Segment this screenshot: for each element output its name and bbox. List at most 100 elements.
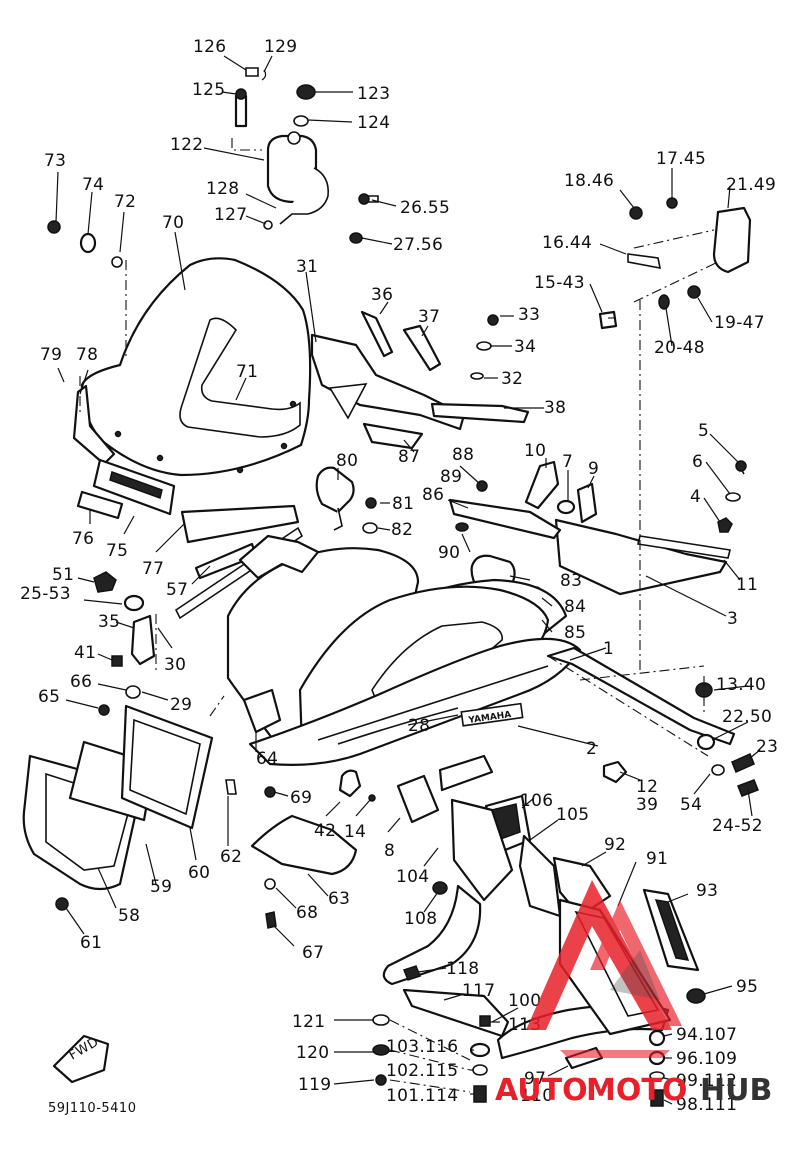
part-label: 105 bbox=[556, 805, 589, 825]
part-label: 23 bbox=[756, 737, 778, 757]
part-label: 124 bbox=[357, 113, 390, 133]
part-label: 20-48 bbox=[654, 338, 705, 358]
part-label: 117 bbox=[462, 981, 495, 1001]
part-label: 122 bbox=[170, 135, 203, 155]
part-label: 99.112 bbox=[676, 1071, 737, 1091]
part-label: 30 bbox=[164, 655, 186, 675]
part-label: 127 bbox=[214, 205, 247, 225]
part-label: 74 bbox=[82, 175, 104, 195]
part-label: 10 bbox=[524, 441, 546, 461]
part-label: 37 bbox=[418, 307, 440, 327]
part-label: 39 bbox=[636, 795, 658, 815]
part-label: 7 bbox=[562, 452, 573, 472]
part-label: 80 bbox=[336, 451, 358, 471]
part-label: 38 bbox=[544, 398, 566, 418]
part-label: 88 bbox=[452, 445, 474, 465]
part-label: 68 bbox=[296, 903, 318, 923]
part-label: 76 bbox=[72, 529, 94, 549]
fwd-arrow: FWD bbox=[52, 1035, 110, 1084]
part-label: 51 bbox=[52, 565, 74, 585]
part-label: 64 bbox=[256, 749, 278, 769]
part-label: 27.56 bbox=[393, 235, 443, 255]
part-label: 125 bbox=[192, 80, 225, 100]
part-label: 101.114 bbox=[386, 1086, 458, 1106]
part-label: 67 bbox=[302, 943, 324, 963]
part-label: 33 bbox=[518, 305, 540, 325]
part-label: 129 bbox=[264, 37, 297, 57]
part-label: 62 bbox=[220, 847, 242, 867]
part-label: 36 bbox=[371, 285, 393, 305]
part-label: 84 bbox=[564, 597, 586, 617]
part-label: 94.107 bbox=[676, 1025, 737, 1045]
part-label: 98.111 bbox=[676, 1095, 737, 1115]
part-label: 3 bbox=[727, 609, 738, 629]
part-label: 106 bbox=[520, 791, 553, 811]
part-label: 120 bbox=[296, 1043, 329, 1063]
part-label: 79 bbox=[40, 345, 62, 365]
part-label: 9 bbox=[588, 459, 599, 479]
part-label: 85 bbox=[564, 623, 586, 643]
part-label: 69 bbox=[290, 788, 312, 808]
part-label: 5 bbox=[698, 421, 709, 441]
part-label: 34 bbox=[514, 337, 536, 357]
part-label: 2 bbox=[586, 739, 597, 759]
part-label: 35 bbox=[98, 612, 120, 632]
part-label: 19-47 bbox=[714, 313, 765, 333]
part-label: 61 bbox=[80, 933, 102, 953]
part-label: 103.116 bbox=[386, 1037, 458, 1057]
watermark-logo bbox=[526, 880, 682, 1058]
diagram-code: 59J110-5410 bbox=[48, 1101, 136, 1116]
part-label: 108 bbox=[404, 909, 437, 929]
part-label: 81 bbox=[392, 494, 414, 514]
part-label: 29 bbox=[170, 695, 192, 715]
part-label: 18.46 bbox=[564, 171, 614, 191]
part-label: 8 bbox=[384, 841, 395, 861]
part-label: 77 bbox=[142, 559, 164, 579]
part-label: 24-52 bbox=[712, 816, 763, 836]
part-label: 12 bbox=[636, 777, 658, 797]
part-label: 118 bbox=[446, 959, 479, 979]
part-label: 92 bbox=[604, 835, 626, 855]
part-label: 42 bbox=[314, 821, 336, 841]
part-label: 100 bbox=[508, 991, 541, 1011]
part-label: 70 bbox=[162, 213, 184, 233]
part-label: 71 bbox=[236, 362, 258, 382]
part-label: 25-53 bbox=[20, 584, 71, 604]
part-label: 58 bbox=[118, 906, 140, 926]
part-label: 15-43 bbox=[534, 273, 585, 293]
part-label: 63 bbox=[328, 889, 350, 909]
part-label: 86 bbox=[422, 485, 444, 505]
watermark-hub: HUB bbox=[700, 1073, 772, 1108]
part-label: 96.109 bbox=[676, 1049, 737, 1069]
watermark-text: AUTO MOTO HUB bbox=[495, 1073, 772, 1108]
part-label: 59 bbox=[150, 877, 172, 897]
part-label: 32 bbox=[501, 369, 523, 389]
part-label: 1 bbox=[603, 639, 614, 659]
part-label: 102.115 bbox=[386, 1061, 458, 1081]
part-label: 93 bbox=[696, 881, 718, 901]
part-label: 54 bbox=[680, 795, 702, 815]
part-label: 97 bbox=[524, 1069, 546, 1089]
part-label: 126 bbox=[193, 37, 226, 57]
watermark-moto: MOTO bbox=[586, 1073, 687, 1108]
part-label: 82 bbox=[391, 520, 413, 540]
part-label: 72 bbox=[114, 192, 136, 212]
part-label: 4 bbox=[690, 487, 701, 507]
part-label: 11 bbox=[736, 575, 758, 595]
part-label: 78 bbox=[76, 345, 98, 365]
part-label: 22.50 bbox=[722, 707, 772, 727]
part-label: 6 bbox=[692, 452, 703, 472]
part-label: 21.49 bbox=[726, 175, 776, 195]
part-label: 128 bbox=[206, 179, 239, 199]
part-label: 57 bbox=[166, 580, 188, 600]
leader-lines bbox=[55, 55, 761, 1105]
part-label: 89 bbox=[440, 467, 462, 487]
part-label: 28 bbox=[408, 716, 430, 736]
part-label: 104 bbox=[396, 867, 429, 887]
part-label: 14 bbox=[344, 822, 366, 842]
part-label: 31 bbox=[296, 257, 318, 277]
part-label: 16.44 bbox=[542, 233, 592, 253]
part-label: 83 bbox=[560, 571, 582, 591]
part-label: 95 bbox=[736, 977, 758, 997]
